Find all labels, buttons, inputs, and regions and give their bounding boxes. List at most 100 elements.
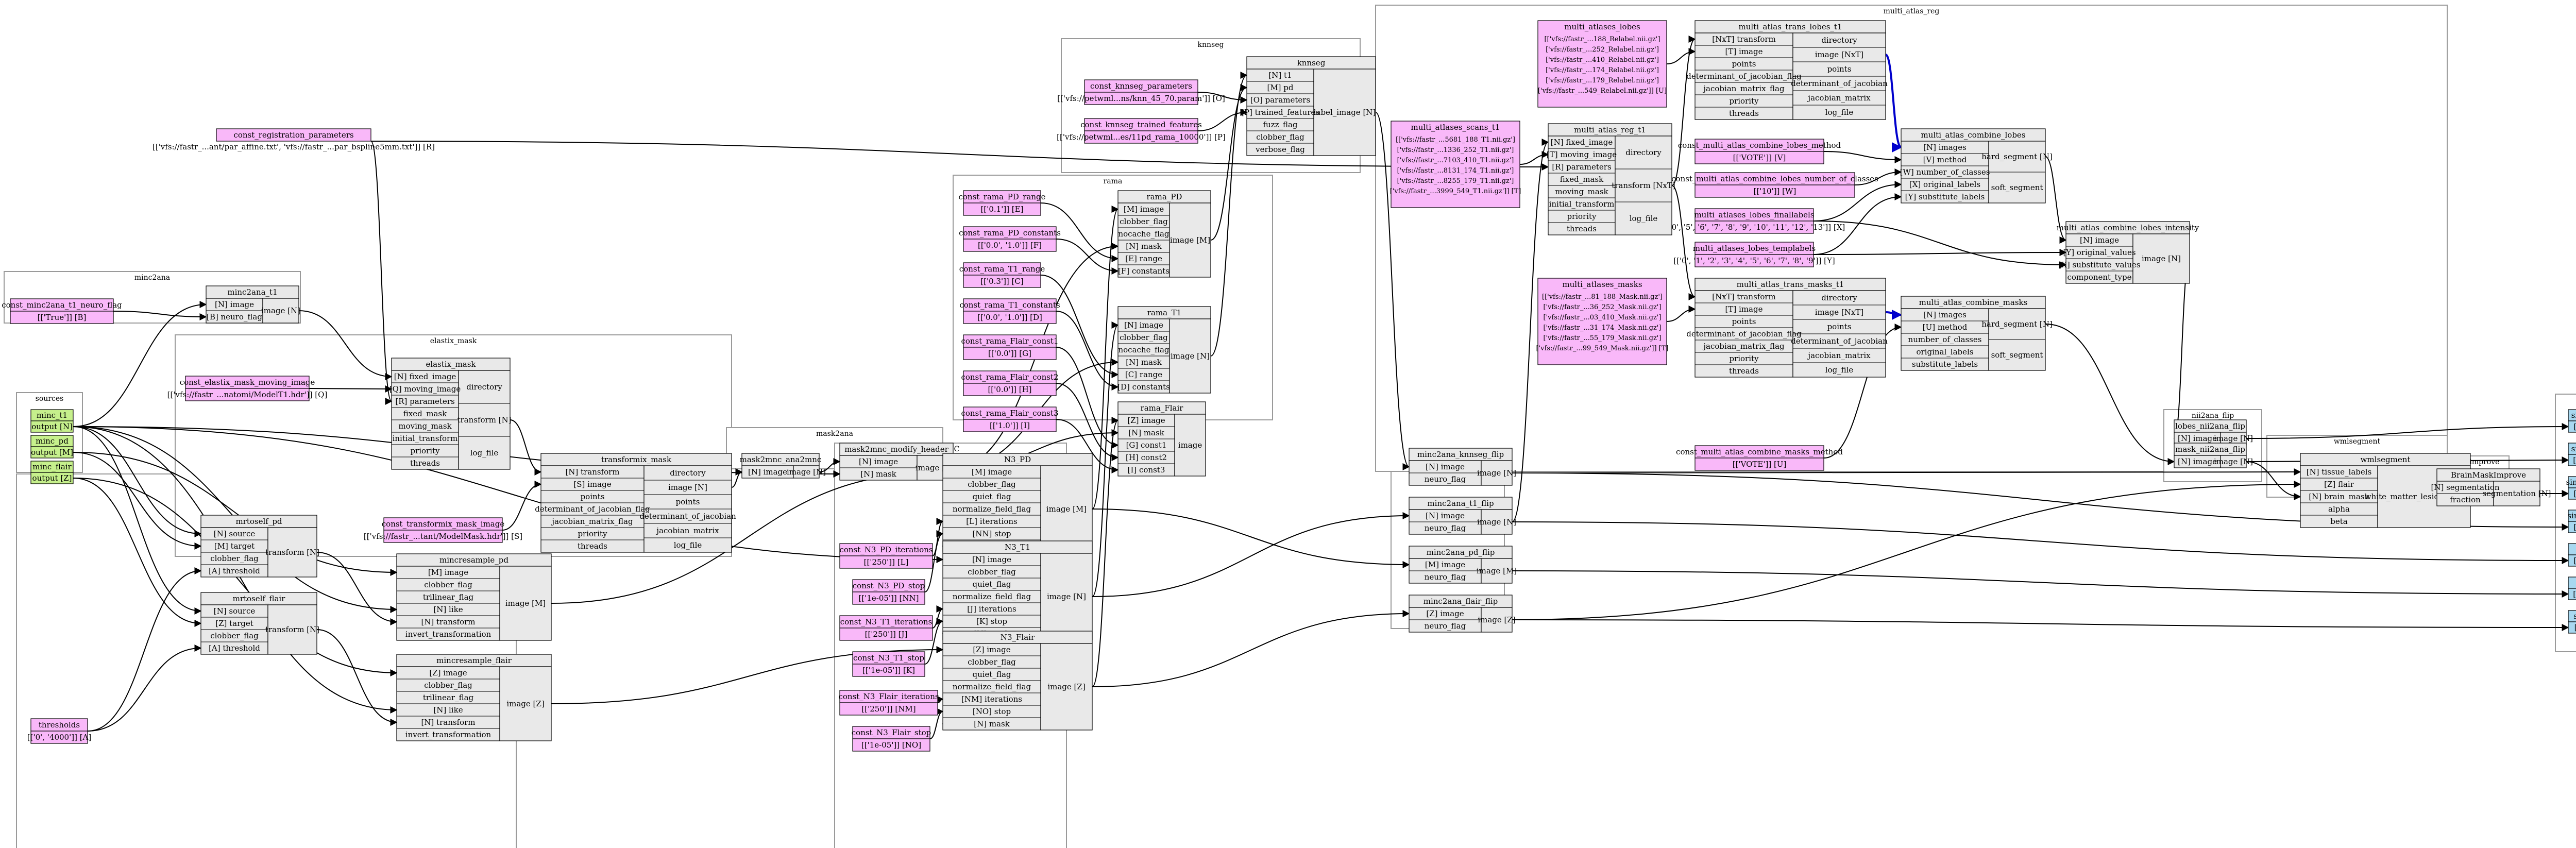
- edge: [2045, 156, 2067, 244]
- process-n3-t1[interactable]: N3_T1[N] imageclobber_flagquiet_flagnorm…: [942, 540, 1093, 640]
- sink-name-text: sink_knnwml: [2566, 478, 2576, 487]
- const-value: [['VOTE']] [V]: [1733, 153, 1786, 162]
- process-minc2ana-pd-flip[interactable]: minc2ana_pd_flip[M] imageneuro_flagimage…: [1409, 546, 1517, 584]
- sink-name: sink_t1: [2568, 543, 2576, 555]
- process-multi-atlas-trans-masks-t1[interactable]: multi_atlas_trans_masks_t1[NxT] transfor…: [1686, 278, 1888, 378]
- const-const-knnseg-parameters[interactable]: const_knnseg_parameters[['vfs://petwml..…: [1057, 79, 1225, 105]
- const-const-n3-pd-iterations[interactable]: const_N3_PD_iterations[['250']] [L]: [839, 543, 933, 569]
- const-const-multi-atlas-combine-masks-method[interactable]: const_multi_atlas_combine_masks_method[[…: [1676, 445, 1843, 471]
- const-const-minc2ana-t1-neuro-flag[interactable]: const_minc2ana_t1_neuro_flag[['True']] […: [2, 298, 122, 324]
- sink-sink-t1[interactable]: sink_t1[N] input: [2568, 543, 2576, 567]
- const-const-n3-flair-iterations[interactable]: const_N3_Flair_iterations[['250']] [NM]: [838, 690, 939, 716]
- const-const-rama-pd-constants[interactable]: const_rama_PD_constants[['0.0', '1.0']] …: [959, 226, 1061, 252]
- output-port: directory: [1821, 36, 1857, 45]
- process-knnseg[interactable]: knnseg[N] t1[M] pd[O] parameters[P] trai…: [1241, 56, 1376, 156]
- const-multi-atlases-masks[interactable]: multi_atlases_masks[['vfs://fastr_...81_…: [1536, 278, 1669, 365]
- const-const-rama-pd-range[interactable]: const_rama_PD_range[['0.1']] [E]: [959, 190, 1046, 216]
- const-const-knnseg-trained-features[interactable]: const_knnseg_trained_features[['vfs://pe…: [1057, 118, 1226, 144]
- process-n3-pd[interactable]: N3_PD[M] imageclobber_flagquiet_flagnorm…: [942, 453, 1093, 553]
- cluster-box: [1375, 5, 2448, 472]
- const-const-n3-pd-stop[interactable]: const_N3_PD_stop[['1e-05']] [NN]: [852, 579, 925, 605]
- process-mrtoself-pd[interactable]: mrtoself_pd[N] source[M] targetclobber_f…: [200, 515, 319, 578]
- process-n3-flair[interactable]: N3_Flair[Z] imageclobber_flagquiet_flagn…: [942, 631, 1093, 731]
- const-multi-atlases-lobes-finallabels[interactable]: multi_atlases_lobes_finallabels[['0', '5…: [1664, 208, 1845, 234]
- edge: [370, 141, 393, 405]
- output-port: determinant_of_jacobian: [1791, 79, 1888, 88]
- const-const-n3-t1-stop[interactable]: const_N3_T1_stop[['1e-05']] [K]: [852, 651, 925, 677]
- input-port: [Z] target: [215, 619, 253, 628]
- const-name: const_rama_T1_constants: [959, 300, 1060, 310]
- const-const-multi-atlas-combine-lobes-method[interactable]: const_multi_atlas_combine_lobes_method[[…: [1678, 139, 1841, 164]
- process-multi-atlas-combine-lobes-intensity[interactable]: multi_atlas_combine_lobes_intensity[N] i…: [2057, 221, 2199, 284]
- const-multi-atlases-scans-t1[interactable]: multi_atlases_scans_t1[['vfs://fastr_...…: [1390, 121, 1521, 208]
- process-mincresample-flair[interactable]: mincresample_flair[Z] imageclobber_flagt…: [396, 654, 552, 741]
- process-multi-atlas-trans-lobes-t1[interactable]: multi_atlas_trans_lobes_t1[NxT] transfor…: [1686, 20, 1888, 120]
- const-const-rama-t1-range[interactable]: const_rama_T1_range[['0.3']] [C]: [959, 262, 1045, 288]
- process-mrtoself-flair[interactable]: mrtoself_flair[N] source[Z] targetclobbe…: [200, 592, 319, 655]
- process-brainmaskimprove[interactable]: BrainMaskImprove[N] segmentationfraction…: [2431, 468, 2551, 506]
- sink-sink-pd[interactable]: sink_pd[M] input: [2568, 576, 2576, 600]
- process-rama-pd[interactable]: rama_PD[M] imageclobber_flagnocache_flag…: [1117, 190, 1211, 278]
- process-multi-atlas-combine-lobes[interactable]: multi_atlas_combine_lobes[N] images[V] m…: [1900, 128, 2053, 203]
- sink-name-text: sink_flair: [2573, 612, 2576, 621]
- const-const-elastix-mask-moving-image[interactable]: const_elastix_mask_moving_image[['vfs://…: [167, 376, 328, 401]
- process-minc2ana-t1-flip[interactable]: minc2ana_t1_flip[N] imageneuro_flagimage…: [1409, 497, 1516, 535]
- process-elastix-mask[interactable]: elastix_mask[N] fixed_image[Q] moving_im…: [389, 358, 512, 470]
- const-const-rama-t1-constants[interactable]: const_rama_T1_constants[['0.0', '1.0']] …: [959, 298, 1060, 324]
- const-value: [['250']] [J]: [865, 630, 908, 639]
- const-const-rama-flair-const2[interactable]: const_rama_Flair_const2[['0.0']] [H]: [961, 370, 1059, 396]
- output-port: jacobian_matrix: [655, 526, 719, 535]
- input-port: [N] images: [1923, 143, 1967, 152]
- process-rama-t1[interactable]: rama_T1[N] imageclobber_flagnocache_flag…: [1117, 306, 1211, 394]
- sink-sink-knnseg[interactable]: sink_knnseg[N] input: [2567, 510, 2576, 533]
- process-title-box: [206, 285, 299, 299]
- const-const-rama-flair-const3[interactable]: const_rama_Flair_const3[['1.0']] [I]: [961, 406, 1059, 432]
- const-const-n3-flair-stop[interactable]: const_N3_Flair_stop[['1e-05']] [NO]: [852, 726, 931, 752]
- const-multi-atlases-lobes[interactable]: multi_atlases_lobes[['vfs://fastr_...188…: [1537, 20, 1667, 108]
- const-const-rama-flair-const1[interactable]: const_rama_Flair_const1[['0.0']] [G]: [961, 334, 1059, 360]
- const-const-transformix-mask-image[interactable]: const_transformix_mask_image[['vfs://fas…: [364, 517, 522, 543]
- outputs-box: [267, 604, 317, 655]
- const-value: [['10']] [W]: [1754, 186, 1797, 196]
- process-multi-atlas-reg-t1[interactable]: multi_atlas_reg_t1[N] fixed_image[T] mov…: [1547, 123, 1675, 235]
- process-multi-atlas-combine-masks[interactable]: multi_atlas_combine_masks[N] images[U] m…: [1901, 296, 2053, 371]
- process-mask2mnc-modify-header[interactable]: mask2mnc_modify_header[N] image[N] maski…: [839, 443, 955, 481]
- input-port: [N] fixed_image: [1551, 138, 1613, 147]
- input-port: [M] image: [1124, 205, 1164, 214]
- process-minc2ana-knnseg-flip[interactable]: minc2ana_knnseg_flip[N] imageneuro_flagi…: [1409, 448, 1516, 486]
- edge: [73, 426, 202, 537]
- const-name: const_registration_parameters: [233, 130, 353, 140]
- input-port: [R] parameters: [1552, 162, 1611, 172]
- const-name: const_N3_Flair_stop: [852, 728, 931, 737]
- input-port: [M] pd: [1267, 83, 1293, 92]
- const-const-n3-t1-iterations[interactable]: const_N3_T1_iterations[['250']] [J]: [839, 615, 933, 641]
- process-rama-flair[interactable]: rama_Flair[Z] image[N] mask[G] const1[H]…: [1117, 401, 1206, 477]
- const-multi-atlases-lobes-templabels[interactable]: multi_atlases_lobes_templabels[['0', '1'…: [1673, 242, 1835, 267]
- sink-sink-knnwml[interactable]: sink_knnwml[N] input: [2566, 476, 2576, 500]
- input-port: [N] image: [215, 300, 254, 309]
- process-title: rama_Flair: [1117, 401, 1206, 415]
- process-mincresample-pd[interactable]: mincresample_pd[M] imageclobber_flagtril…: [396, 553, 552, 641]
- const-const-registration-parameters[interactable]: const_registration_parameters[['vfs://fa…: [152, 128, 435, 151]
- sink-name-text: sink_mask: [2571, 444, 2576, 453]
- source-name: minc_t1: [30, 409, 74, 421]
- cluster-title: rama: [1104, 177, 1123, 185]
- process-minc2ana-t1[interactable]: minc2ana_t1[N] image[B] neuro_flagimage …: [206, 285, 300, 324]
- input-port: number_of_classes: [1908, 335, 1982, 344]
- const-thresholds[interactable]: thresholds[['0', '4000']] [A]: [27, 718, 91, 744]
- input-port: [J] iterations: [967, 604, 1016, 614]
- sink-sink-mask[interactable]: sink_mask[M] input: [2568, 443, 2576, 466]
- const-const-multi-atlas-combine-lobes-number-of-classes[interactable]: const_multi_atlas_combine_lobes_number_o…: [1671, 172, 1878, 198]
- process-transformix-mask[interactable]: transformix_mask[N] transform[S] imagepo…: [535, 453, 736, 553]
- process-title: transformix_mask: [540, 453, 732, 466]
- process-minc2ana-flair-flip[interactable]: minc2ana_flair_flip[Z] imageneuro_flagim…: [1409, 595, 1516, 633]
- outputs-box: [1313, 69, 1376, 156]
- sink-sink-flair[interactable]: sink_flair[Z] input: [2568, 610, 2576, 634]
- sink-sink-lobes[interactable]: sink_lobes[N] input: [2568, 409, 2576, 433]
